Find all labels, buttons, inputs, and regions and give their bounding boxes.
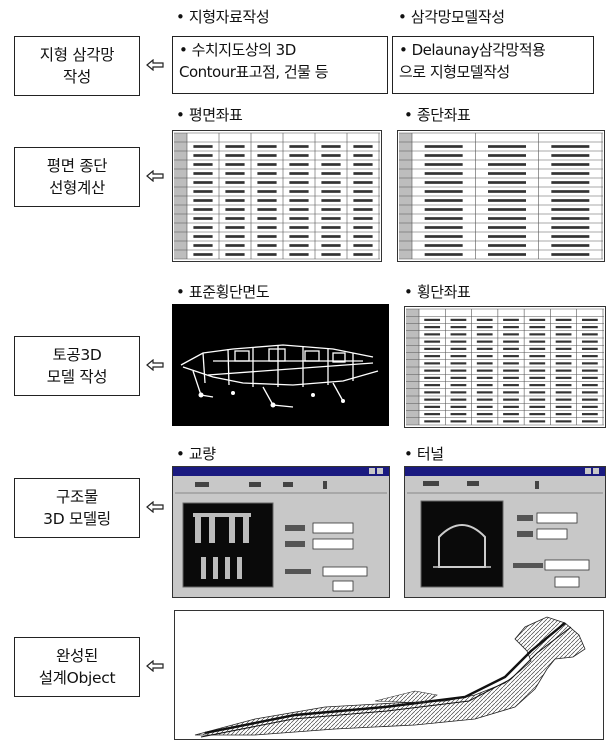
stage-alignment-calc: 평면 종단 선형계산 [14,147,140,207]
terrain-data-line2: Contour표고점, 건물 등 [179,62,329,81]
terrain-data-box: • 수치지도상의 3D Contour표고점, 건물 등 [172,36,388,94]
left-arrow-icon [146,501,164,513]
tunnel-modeling-window [404,466,606,598]
typical-section-drawing [172,304,389,426]
stage-label-line1: 토공3D [52,346,102,364]
caption-tunnel: • 터널 [404,445,444,463]
stage-structure-model: 구조물 3D 모델링 [14,478,140,538]
caption-plan-coords: • 평면좌표 [176,106,243,124]
cross-coords-spreadsheet [404,306,606,428]
stage-label-line2: 3D 모델링 [43,510,111,528]
left-arrow-icon [146,359,164,371]
profile-coords-spreadsheet [397,130,605,262]
left-arrow-icon [146,59,164,71]
caption-terrain-data: • 지형자료작성 [176,8,270,26]
stage-label-line1: 지형 삼각망 [39,46,115,64]
stage-label-line1: 평면 종단 [46,157,108,175]
caption-triangulation-model: • 삼각망모델작성 [398,8,505,26]
stage-design-object: 완성된 설계Object [14,637,140,697]
bridge-modeling-window [172,466,390,598]
stage-label-line2: 작성 [63,68,91,86]
stage-terrain-tin: 지형 삼각망 작성 [14,36,140,96]
caption-typical-section: • 표준횡단면도 [176,283,270,301]
left-arrow-icon [146,660,164,672]
stage-label-line2: 설계Object [38,669,116,687]
tin-model-line2: 으로 지형모델작성 [399,62,510,81]
caption-profile-coords: • 종단좌표 [404,106,471,124]
caption-bridge: • 교량 [176,445,216,463]
caption-cross-coords: • 횡단좌표 [404,283,471,301]
stage-label-line2: 모델 작성 [46,368,108,386]
stage-label-line1: 완성된 [56,647,98,665]
terrain-data-line1: • 수치지도상의 3D [179,41,296,59]
left-arrow-icon [146,170,164,182]
stage-earthwork-model: 토공3D 모델 작성 [14,336,140,396]
tin-model-line1: • Delaunay삼각망적용 [399,41,546,59]
stage-label-line2: 선형계산 [49,179,105,197]
tin-model-box: • Delaunay삼각망적용 으로 지형모델작성 [392,36,594,94]
plan-coords-spreadsheet [172,130,382,262]
stage-label-line1: 구조물 [56,488,98,506]
completed-3d-object-view [174,610,604,740]
